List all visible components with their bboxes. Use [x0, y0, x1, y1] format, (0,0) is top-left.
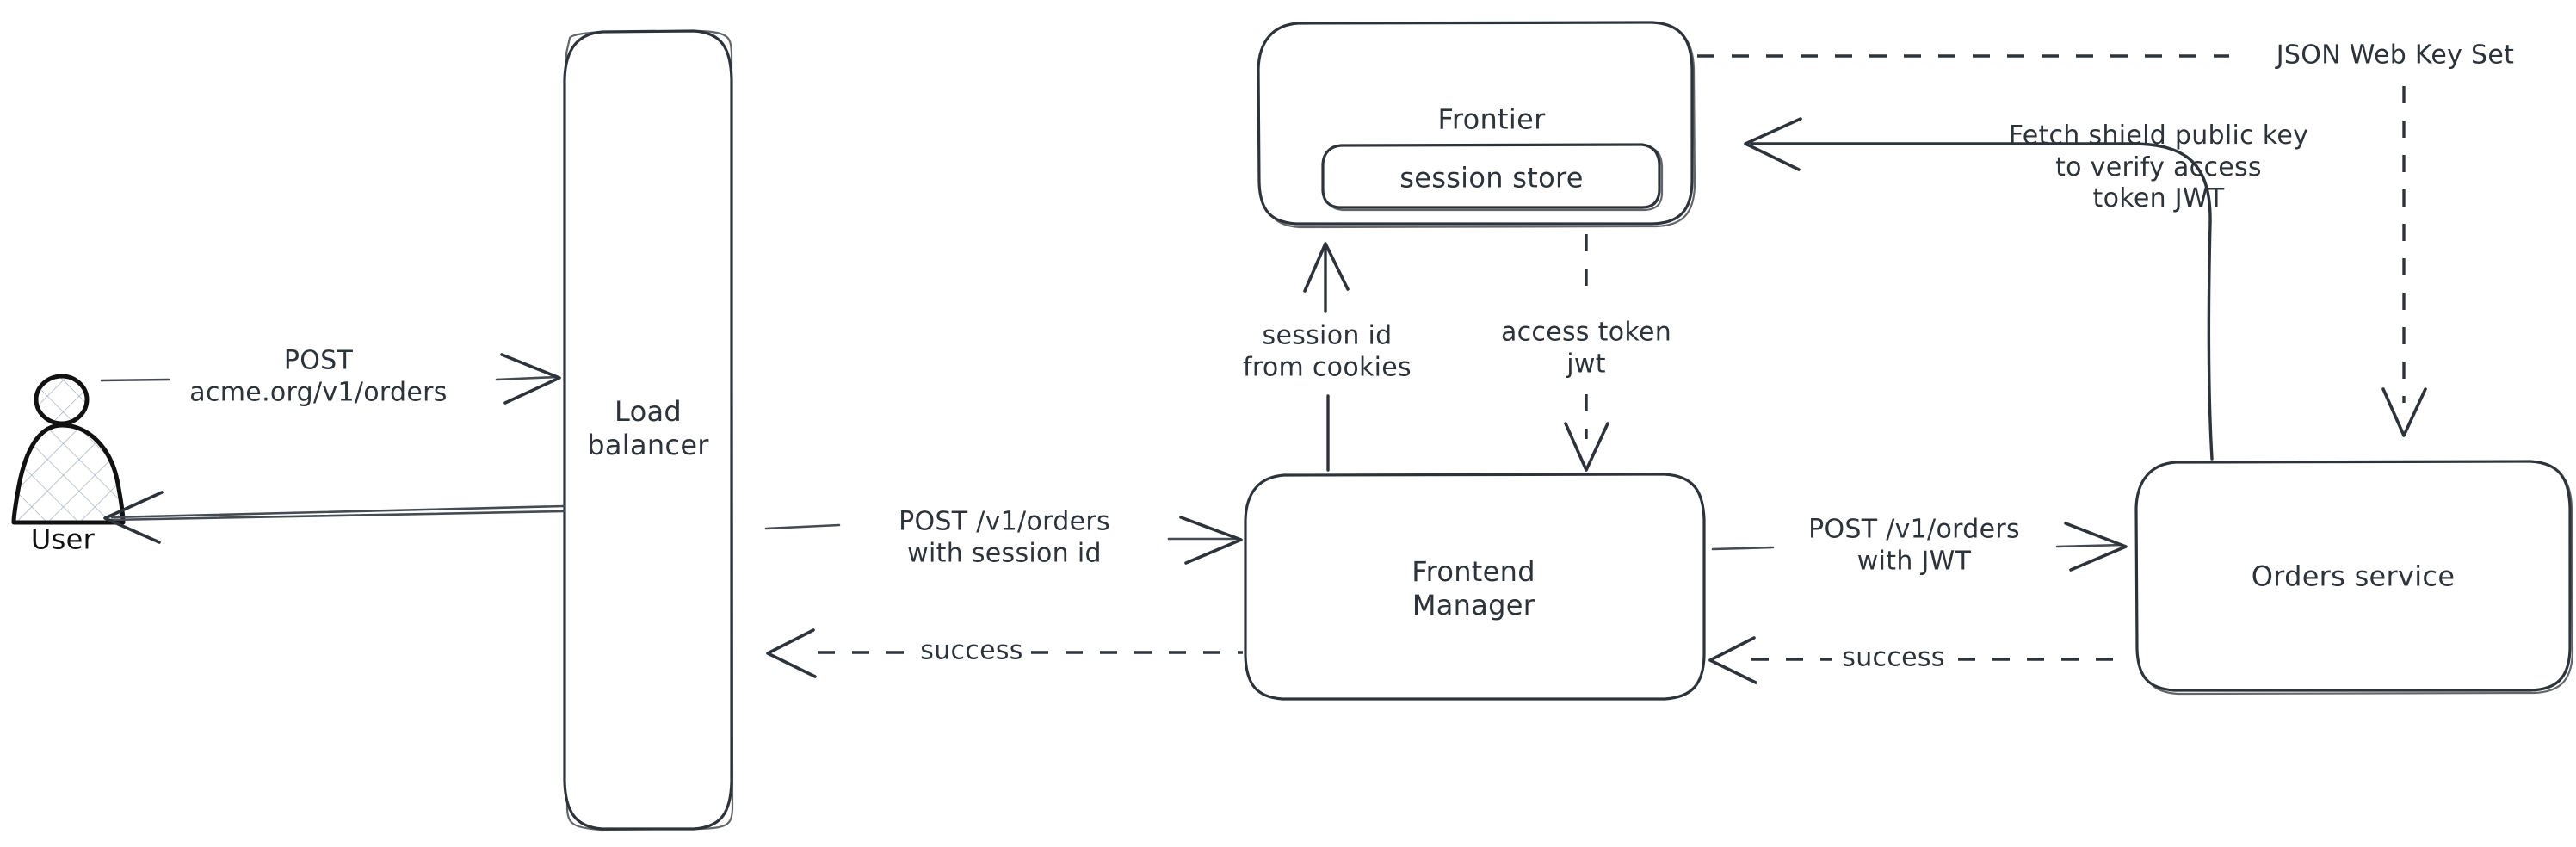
user-person-icon [11, 374, 126, 525]
edge-orders-service-to-frontend-manager-success [1708, 636, 2126, 684]
edge-user-to-load-balancer [100, 353, 561, 405]
session-store-box[interactable] [1321, 143, 1664, 212]
edge-frontend-manager-to-orders-service [1711, 522, 2128, 572]
edge-frontier-to-orders-service-jwks [1697, 54, 2427, 437]
edge-orders-service-to-frontier-fetch [1744, 117, 2214, 461]
edge-frontend-manager-to-frontier [1303, 242, 1350, 472]
orders-service-box[interactable] [2134, 460, 2574, 696]
edge-load-balancer-to-frontend-manager [764, 516, 1243, 565]
edge-frontend-manager-to-load-balancer-success [766, 628, 1243, 678]
edge-frontier-to-frontend-manager [1564, 234, 1609, 472]
edge-load-balancer-to-user [103, 491, 565, 544]
frontier-box[interactable] [1257, 21, 1696, 229]
frontend-manager-box[interactable] [1244, 473, 1706, 701]
load-balancer-box[interactable] [563, 29, 734, 832]
